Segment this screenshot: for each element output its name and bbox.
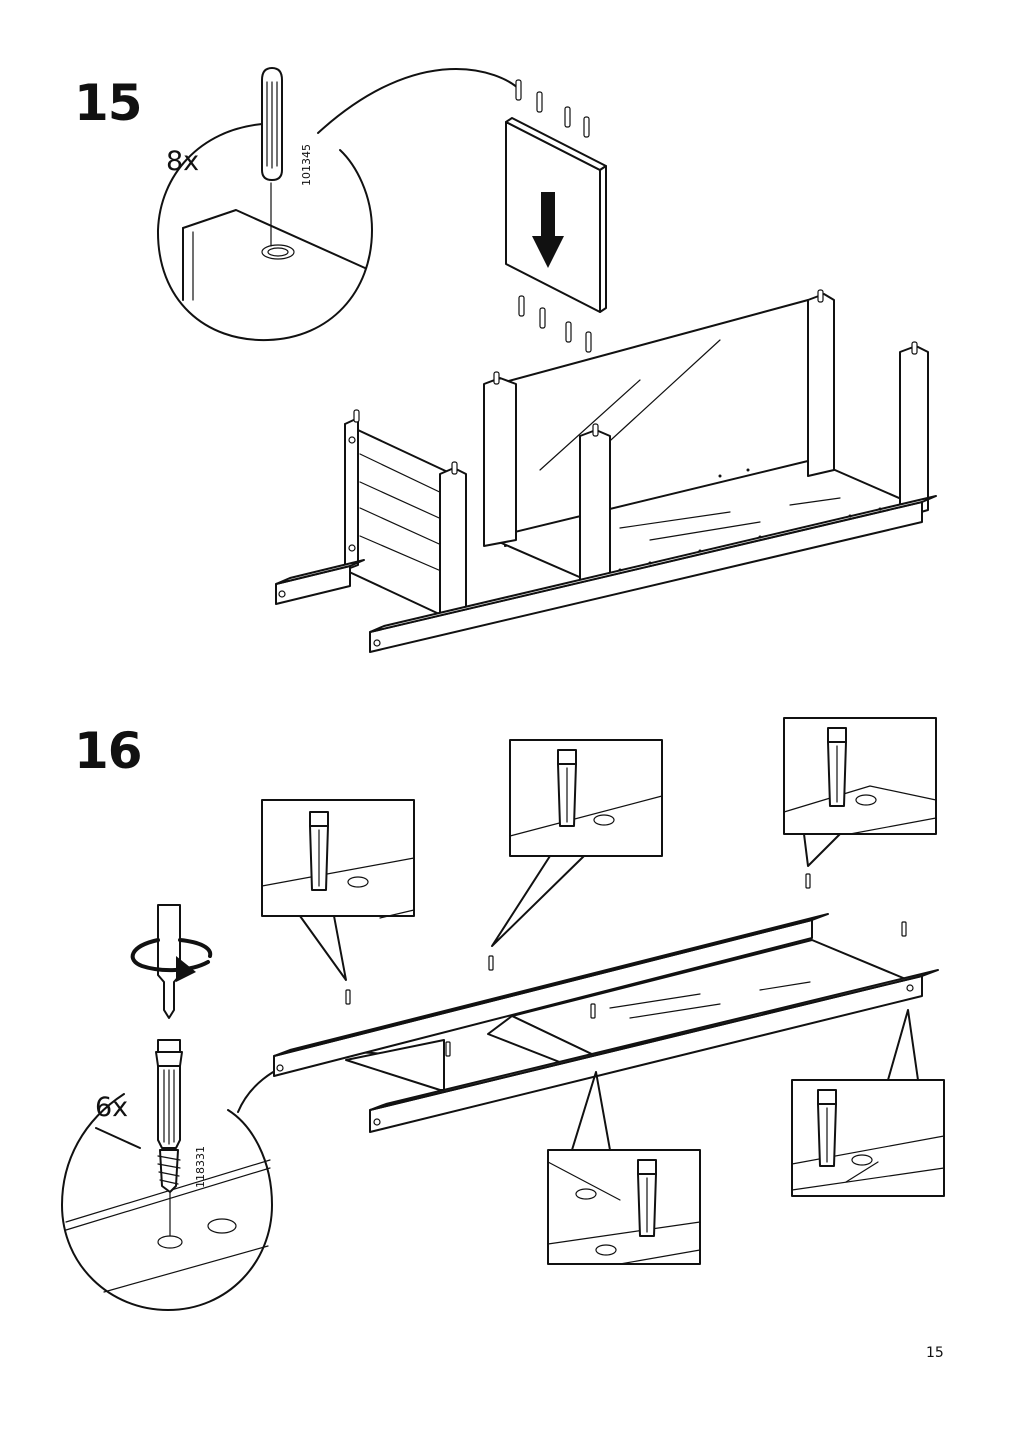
screw-fitting-icon: [156, 1040, 182, 1192]
rotate-clockwise-icon: [133, 940, 211, 982]
callout-cam-5: [792, 1010, 944, 1196]
page-number: 15: [926, 1345, 944, 1361]
callout-cam-2: [492, 740, 662, 946]
step-15-number: 15: [74, 74, 143, 132]
callout-cam-4: [548, 1072, 700, 1264]
step-16-detail-circle: [62, 1052, 420, 1310]
callout-cam-1: [262, 800, 414, 980]
shelf-frame: [276, 290, 936, 652]
step-15-illustration: [0, 0, 1012, 700]
dowel-icon: [262, 68, 282, 180]
down-arrow-icon: [532, 192, 564, 268]
callout-cam-3: [784, 718, 936, 866]
step-15-detail-circle: [158, 69, 520, 340]
step-16-quantity: 6x: [95, 1092, 129, 1123]
step-16-number: 16: [74, 722, 143, 780]
base-frame: [274, 874, 938, 1132]
